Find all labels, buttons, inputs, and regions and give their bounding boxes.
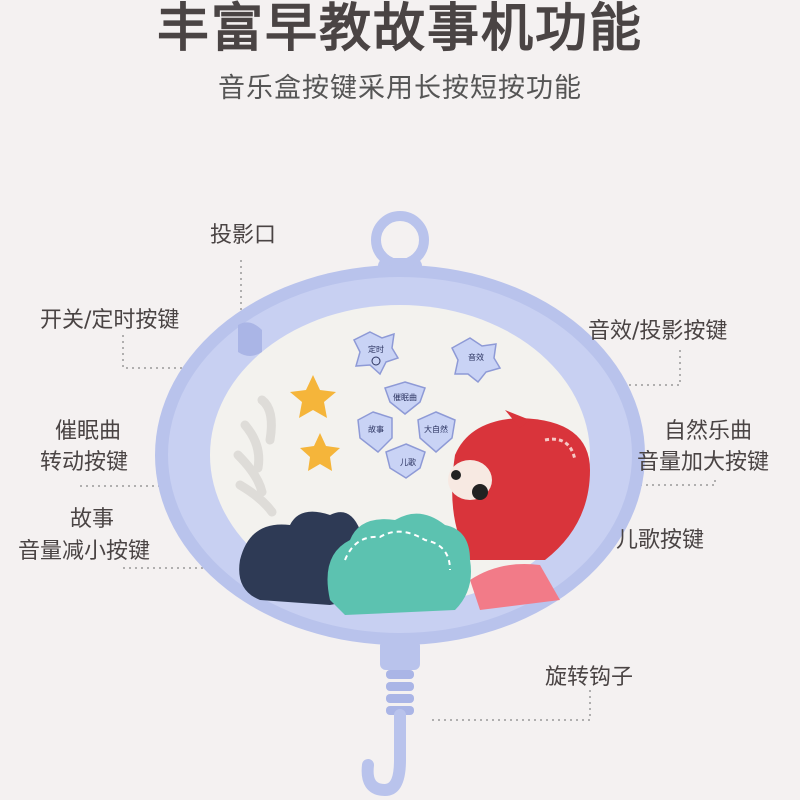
fox-scarf [470,564,560,610]
nature-button-label: 大自然 [424,424,448,434]
nature-button[interactable]: 大自然 [417,411,456,453]
effect-button-label: 音效 [468,352,484,362]
song-button-label: 儿歌 [400,457,416,467]
effect-button[interactable]: 音效 [451,337,502,384]
label-nature-line2: 音量加大按键 [637,450,770,475]
story-button[interactable]: 故事 [357,411,393,453]
timer-button[interactable]: 定时 [352,331,400,376]
label-lullaby-line2: 转动按键 [40,450,129,475]
rotating-hook [361,709,406,797]
speaker-grille [233,395,277,517]
page-subtitle: 音乐盒按键采用长按短按功能 [218,73,582,104]
label-kids-song: 儿歌按键 [616,528,705,553]
label-projection-port: 投影口 [210,223,277,248]
hanger-ring [371,211,429,269]
star-lower [300,433,340,471]
fox-body [452,418,590,560]
page-title: 丰富早教故事机功能 [156,0,643,59]
fox-eye [472,484,488,500]
star-upper [290,375,336,418]
label-sound-projection: 音效/投影按键 [588,319,728,344]
label-story-line1: 故事 [70,507,115,532]
story-button-label: 故事 [368,424,384,434]
label-rotating-hook: 旋转钩子 [545,665,634,690]
lullaby-button[interactable]: 催眠曲 [384,381,426,415]
hook-spring [386,670,414,715]
song-button[interactable]: 儿歌 [385,443,426,479]
label-story-line2: 音量减小按键 [18,539,151,564]
power-switch [238,322,262,356]
timer-button-label: 定时 [368,344,384,354]
label-nature-line1: 自然乐曲 [664,419,753,444]
label-lullaby-line1: 催眠曲 [55,419,122,444]
label-power-timer: 开关/定时按键 [40,308,180,333]
lullaby-button-label: 催眠曲 [393,392,417,402]
hook-neck [380,640,420,670]
